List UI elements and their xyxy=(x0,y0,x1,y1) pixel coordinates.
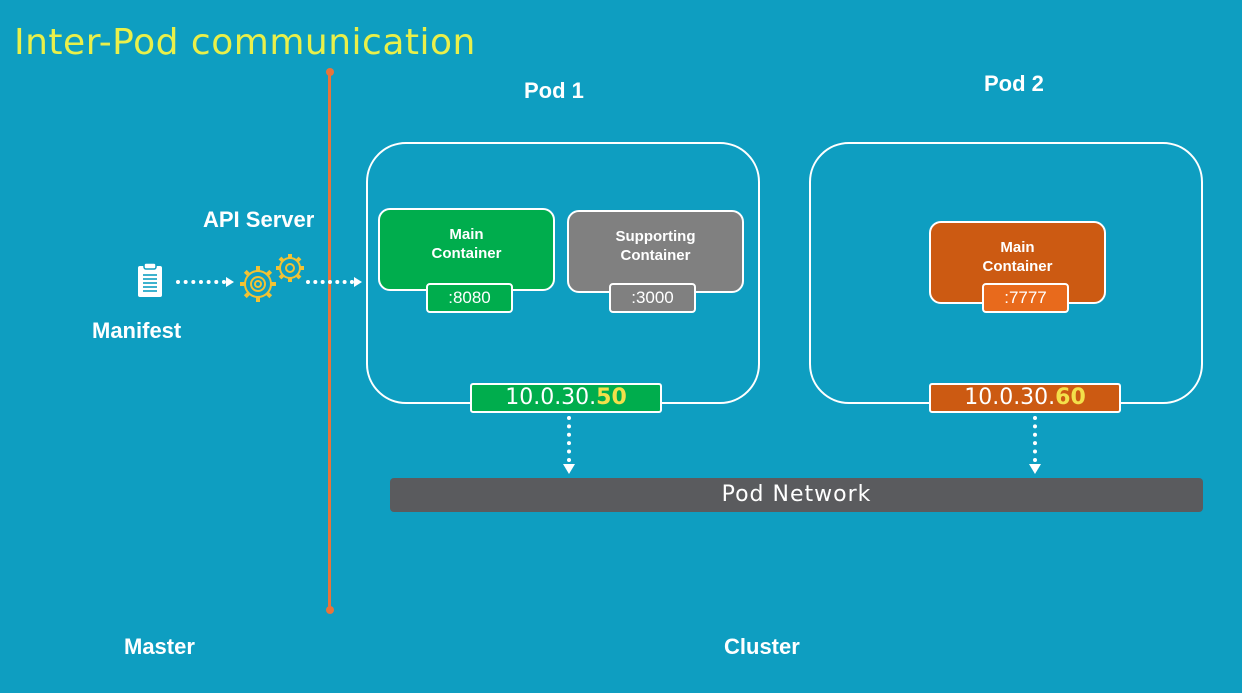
gears-icon xyxy=(236,250,310,306)
pod-network: Pod Network xyxy=(390,478,1203,512)
ip-prefix: 10.0.30. xyxy=(964,385,1056,410)
pod-2-network-arrow xyxy=(1033,416,1037,462)
divider-bottom-dot xyxy=(325,606,334,614)
pod-2-main-port: :7777 xyxy=(982,283,1069,313)
manifest-label: Manifest xyxy=(92,318,182,343)
api-to-pod-arrowhead xyxy=(354,277,362,287)
master-label: Master xyxy=(124,634,195,659)
pod-1-supporting-port: :3000 xyxy=(609,283,696,313)
ip-prefix: 10.0.30. xyxy=(505,385,597,410)
container-label-line1: Supporting xyxy=(615,227,696,245)
container-label-line1: Main xyxy=(1000,238,1035,256)
pod-1-network-arrow xyxy=(567,416,571,462)
pod-2-label: Pod 2 xyxy=(984,71,1044,96)
pod-1-supporting-container: Supporting Container xyxy=(567,210,744,293)
clipboard-icon xyxy=(136,262,164,298)
ip-suffix: 50 xyxy=(596,385,627,410)
cluster-label: Cluster xyxy=(724,634,800,659)
pod-1-main-port: :8080 xyxy=(426,283,513,313)
pod-1-main-container: Main Container xyxy=(378,208,555,291)
container-label-line1: Main xyxy=(449,225,484,243)
manifest-to-api-arrow xyxy=(176,280,226,284)
divider-top-dot xyxy=(325,68,334,76)
api-to-pod-arrow xyxy=(306,280,354,284)
master-cluster-divider xyxy=(328,72,331,610)
api-server-label: API Server xyxy=(203,207,315,232)
container-label-line2: Container xyxy=(431,244,502,262)
pod-1-ip: 10.0.30.50 xyxy=(470,383,662,413)
page-title: Inter-Pod communication xyxy=(14,22,476,63)
pod-1-label: Pod 1 xyxy=(524,78,584,103)
pod-1-network-arrowhead xyxy=(563,464,575,474)
container-label-line2: Container xyxy=(982,257,1053,275)
ip-suffix: 60 xyxy=(1055,385,1086,410)
manifest-to-api-arrowhead xyxy=(226,277,234,287)
pod-2-network-arrowhead xyxy=(1029,464,1041,474)
pod-2-ip: 10.0.30.60 xyxy=(929,383,1121,413)
container-label-line2: Container xyxy=(620,246,691,264)
